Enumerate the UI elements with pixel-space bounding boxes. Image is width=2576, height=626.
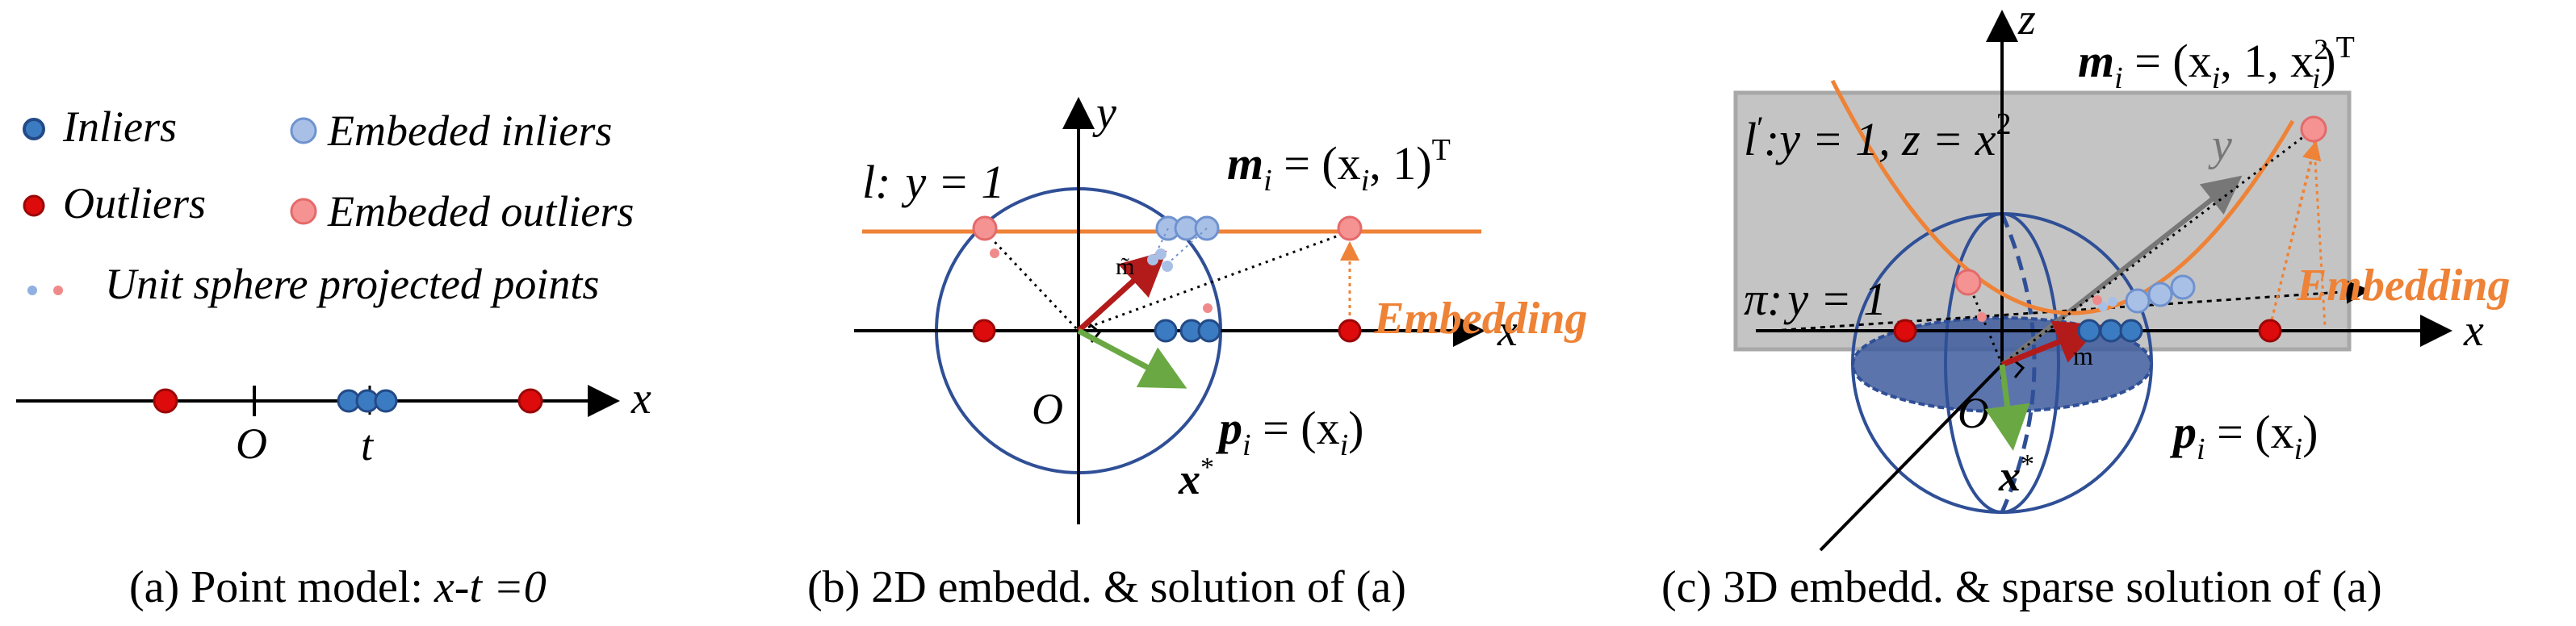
- legend-projected-blue-dot: [27, 286, 37, 295]
- panel-a-origin-label: O: [236, 419, 267, 468]
- panel-b-m-equation: mi = (xi, 1)T: [1227, 133, 1451, 198]
- panel-c-embedded-outlier: [2300, 115, 2327, 143]
- panel-b-embedding-label: Embedding: [1373, 294, 1587, 344]
- panel-c-y-axis: [2000, 175, 2243, 367]
- panel-b-origin-label: O: [1032, 385, 1063, 433]
- panel-b: x y O m̃ x* l:y: [807, 88, 1587, 612]
- panel-c-embedding-dotted: [2312, 132, 2327, 328]
- panel-c-origin-label: O: [1958, 389, 1989, 437]
- panel-b-projected-inlier: [1155, 248, 1167, 260]
- panel-c-inlier-point: [2119, 319, 2143, 343]
- panel-b-mtilde-label: m̃: [1116, 253, 1134, 280]
- panel-c: x z O y m x*: [1661, 0, 2510, 612]
- panel-b-mtilde-arrow: [1076, 250, 1167, 333]
- panel-b-projected-inlier: [1147, 254, 1158, 265]
- panel-c-outlier-point: [2258, 319, 2282, 343]
- panel-c-embedded-outlier: [1954, 269, 1982, 296]
- legend-embedded-inliers-label: Embeded inliers: [327, 106, 612, 155]
- legend-embedded-outliers-label: Embeded outliers: [327, 187, 634, 236]
- panel-b-y-label: y: [1092, 88, 1116, 138]
- panel-c-embedded-inlier: [2125, 288, 2151, 314]
- panel-c-projected-inlier: [2098, 302, 2108, 311]
- panel-a-inlier-point: [374, 389, 398, 413]
- panel-c-m-small-label: m: [2073, 341, 2093, 370]
- panel-b-line-label: l:y = 1: [862, 156, 1004, 208]
- panel-a-t-label: t: [361, 421, 375, 470]
- panel-b-xstar-label: x*: [1178, 453, 1214, 503]
- panel-c-pi-line: [1771, 279, 2370, 332]
- panel-c-embedded-inlier: [2147, 282, 2173, 307]
- panel-b-outlier-point: [972, 319, 996, 343]
- legend-projected-red-dot: [53, 286, 63, 295]
- panel-c-z-label: z: [2017, 0, 2036, 44]
- panel-c-m-arrow: [2000, 320, 2101, 368]
- panel-c-caption: (c) 3D embedd. & sparse solution of (a): [1661, 562, 2382, 612]
- panel-b-dotted-line: [983, 230, 1080, 332]
- panel-b-projected-inlier: [1162, 261, 1173, 272]
- panel-c-inlier-point: [2099, 319, 2123, 343]
- panel-b-embedded-outlier: [972, 215, 998, 241]
- legend-embedded-outlier-marker: [290, 198, 317, 225]
- panel-b-projected-outlier: [1203, 303, 1213, 313]
- panel-c-p-equation: pi = (xi): [2169, 406, 2318, 466]
- panel-c-projected-outlier: [1977, 312, 1987, 322]
- panel-b-projected-outlier: [990, 248, 999, 258]
- panel-c-xstar-label: x*: [1998, 449, 2034, 500]
- panel-c-neg-y-axis: [1819, 363, 2004, 552]
- panel-c-dotted-line: [1967, 282, 2004, 365]
- legend-outliers-label: Outliers: [63, 179, 206, 227]
- panel-c-projected-inlier: [2108, 297, 2117, 307]
- panel-b-x-label: x: [1497, 306, 1518, 356]
- panel-c-xstar-arrow: [1984, 364, 2030, 451]
- panel-b-p-equation: pi = (xi): [1215, 402, 1363, 462]
- panel-a-outlier-point: [517, 388, 543, 414]
- panel-c-outlier-point: [1893, 319, 1917, 343]
- panel-b-inlier-point: [1154, 319, 1178, 343]
- panel-c-x-label: x: [2463, 306, 2484, 356]
- panel-c-y-label: y: [2208, 120, 2232, 170]
- panel-a-x-label: x: [630, 374, 651, 424]
- panel-c-right-angle: [2013, 358, 2025, 378]
- panel-b-dotted-line: [1078, 230, 1351, 332]
- panel-b-inlier-point: [1197, 319, 1221, 343]
- panel-b-dotted-line: [1166, 227, 1208, 265]
- legend-embedded-inlier-marker: [290, 117, 317, 144]
- panel-c-embedded-inlier: [2170, 274, 2196, 300]
- panel-a-caption: (a) Point model: x-t =0: [129, 562, 547, 612]
- panel-a-outlier-point: [153, 388, 178, 414]
- legend-projected-label: Unit sphere projected points: [105, 260, 599, 308]
- panel-b-caption: (b) 2D embedd. & solution of (a): [807, 562, 1406, 612]
- panel-c-pi-label: π:y = 1: [1744, 273, 1887, 325]
- panel-c-projected-outlier: [2092, 295, 2102, 305]
- panel-c-embedding-label: Embedding: [2296, 261, 2510, 311]
- panel-b-outlier-point: [1338, 319, 1362, 343]
- legend: Inliers Outliers Embeded inliers Embeded…: [23, 102, 634, 308]
- panel-b-xstar-arrow: [1077, 328, 1187, 389]
- legend-outlier-marker: [23, 194, 45, 217]
- panel-c-parabola: [1830, 79, 2295, 315]
- legend-inlier-marker: [23, 118, 45, 140]
- panel-c-inlier-point: [2077, 319, 2101, 343]
- panel-c-line-label: l′:y = 1, z = x2: [1744, 107, 2012, 165]
- panel-a: x O t (a) Point model: x-t =0: [16, 374, 651, 612]
- legend-inliers-label: Inliers: [62, 102, 177, 151]
- panel-b-embedded-outlier: [1337, 215, 1363, 241]
